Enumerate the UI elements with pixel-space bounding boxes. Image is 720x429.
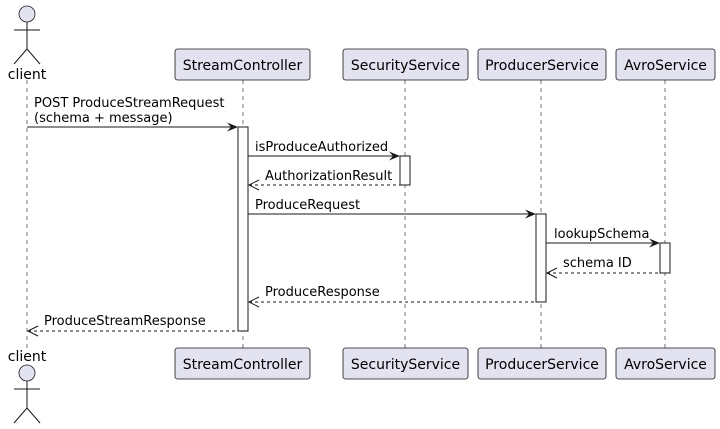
participant-security-service-bottom: SecurityService bbox=[342, 347, 469, 380]
actor-body-icon bbox=[13, 381, 41, 424]
participant-label: client bbox=[8, 67, 47, 83]
message-label-line: POST ProduceStreamRequest bbox=[34, 96, 225, 111]
participant-producer-service-top: ProducerService bbox=[477, 48, 607, 81]
activation-stream-controller bbox=[237, 126, 249, 332]
participant-label: ProducerService bbox=[485, 357, 599, 373]
arrowhead-icon bbox=[525, 209, 536, 219]
activation-security-service bbox=[399, 155, 411, 186]
message-label-line: isProduceAuthorized bbox=[255, 140, 388, 155]
actor-client-bottom: client bbox=[8, 349, 47, 424]
participant-stream-controller-bottom: StreamController bbox=[174, 347, 311, 380]
message-produce-response: ProduceResponse bbox=[247, 285, 536, 308]
actor-body-icon bbox=[13, 22, 41, 65]
message-label-line: ProduceStreamResponse bbox=[44, 314, 206, 329]
participant-label: ProducerService bbox=[485, 58, 599, 74]
participant-avro-service-top: AvroService bbox=[615, 48, 716, 81]
arrowhead-icon bbox=[545, 267, 558, 279]
participant-label: SecurityService bbox=[351, 357, 460, 373]
participant-producer-service-bottom: ProducerService bbox=[477, 347, 607, 380]
participant-label: SecurityService bbox=[351, 58, 460, 74]
participant-stream-controller-top: StreamController bbox=[174, 48, 311, 81]
participant-avro-service-bottom: AvroService bbox=[615, 347, 716, 380]
arrowhead-icon bbox=[247, 296, 260, 308]
participant-label: client bbox=[8, 349, 47, 365]
participant-label: AvroService bbox=[624, 58, 707, 74]
actor-head-icon bbox=[18, 364, 36, 382]
message-label-line: AuthorizationResult bbox=[265, 169, 392, 184]
actor-head-icon bbox=[18, 5, 36, 23]
message-label-line: lookupSchema bbox=[554, 227, 649, 242]
participant-label: AvroService bbox=[624, 357, 707, 373]
message-authorization-result: AuthorizationResult bbox=[247, 169, 400, 191]
message-is-produce-authorized: isProduceAuthorized bbox=[248, 140, 400, 161]
activation-producer-service bbox=[535, 213, 547, 303]
arrowhead-icon bbox=[649, 238, 660, 248]
message-schema-id: schema ID bbox=[545, 256, 660, 279]
arrowhead-icon bbox=[247, 179, 260, 191]
message-label-line: ProduceRequest bbox=[255, 198, 360, 213]
message-lookup-schema: lookupSchema bbox=[546, 227, 660, 248]
message-label-line: ProduceResponse bbox=[265, 285, 380, 300]
message-label-line: (schema + message) bbox=[34, 111, 173, 126]
actor-client-top: client bbox=[8, 5, 47, 83]
message-produce-stream-response: ProduceStreamResponse bbox=[26, 314, 238, 337]
participant-security-service-top: SecurityService bbox=[342, 48, 469, 81]
message-produce-stream-request: POST ProduceStreamRequest (schema + mess… bbox=[27, 96, 238, 132]
arrowhead-icon bbox=[26, 325, 39, 337]
participant-label: StreamController bbox=[183, 58, 303, 74]
arrowhead-icon bbox=[227, 122, 238, 132]
activation-avro-service bbox=[659, 242, 671, 274]
arrowhead-icon bbox=[389, 151, 400, 161]
message-produce-request: ProduceRequest bbox=[248, 198, 536, 219]
message-label-line: schema ID bbox=[563, 256, 632, 271]
participant-label: StreamController bbox=[183, 357, 303, 373]
